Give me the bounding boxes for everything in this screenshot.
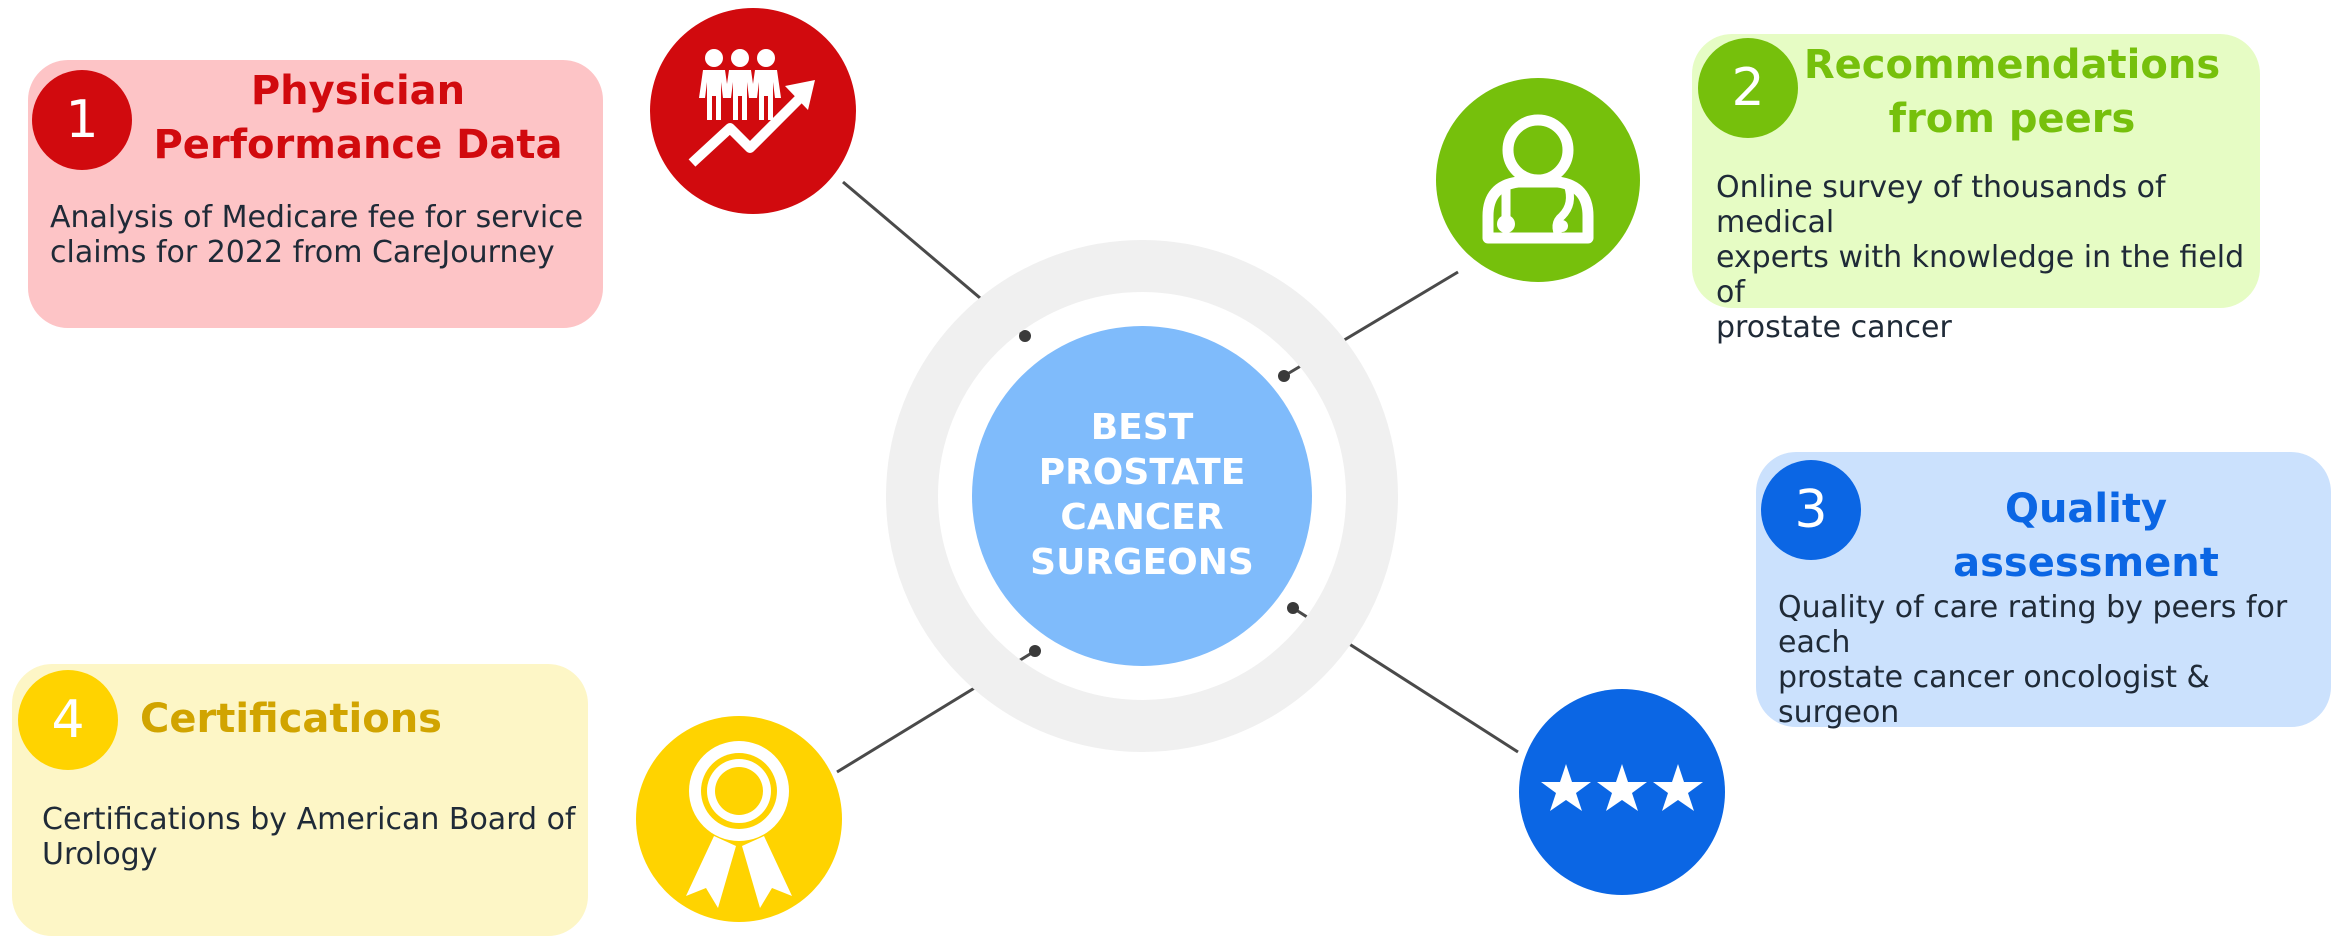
card-description-line: prostate cancer	[1716, 310, 1952, 345]
card-physician-performance: 1 Physician Performance Data Analysis of…	[28, 60, 603, 328]
card-description-line: Online survey of thousands of medical	[1716, 170, 2166, 240]
card-title: Physician Performance Data	[128, 64, 588, 172]
card-description-line: Analysis of Medicare fee for service	[50, 200, 584, 235]
doctor-stethoscope-icon	[1436, 78, 1640, 282]
center-hub	[886, 240, 1398, 752]
card-description-line: Quality of care rating by peers for each	[1778, 590, 2288, 660]
card-title-line: Quality assessment	[1953, 486, 2219, 586]
center-label: BEST PROSTATE CANCER SURGEONS	[972, 325, 1312, 665]
card-title: Quality assessment	[1876, 482, 2296, 590]
center-label-line: SURGEONS	[1030, 542, 1254, 583]
card-title-line: Performance Data	[153, 122, 563, 168]
card-title: Certifications	[140, 692, 442, 746]
card-title-line: from peers	[1888, 96, 2136, 142]
award-ribbon-icon	[636, 716, 842, 922]
card-certifications: 4 Certifications Certifications by Ameri…	[12, 664, 588, 936]
center-label-line: CANCER	[1060, 497, 1224, 538]
card-title-line: Recommendations	[1803, 42, 2221, 88]
card-description-line: Certifications by American Board of	[42, 802, 576, 837]
card-description: Certifications by American Board of Urol…	[42, 802, 582, 872]
three-stars-icon	[1519, 689, 1725, 895]
card-description: Online survey of thousands of medical ex…	[1716, 170, 2256, 345]
card-description-line: prostate cancer oncologist & surgeon	[1778, 660, 2210, 730]
card-title: Recommendations from peers	[1792, 38, 2232, 146]
step-number-badge: 2	[1698, 38, 1798, 138]
center-label-line: BEST	[1090, 407, 1194, 448]
card-description: Quality of care rating by peers for each…	[1778, 590, 2323, 730]
card-description-line: Urology	[42, 837, 158, 872]
center-label-line: PROSTATE	[1038, 452, 1246, 493]
step-number-badge: 4	[18, 670, 118, 770]
card-description: Analysis of Medicare fee for service cla…	[50, 200, 590, 270]
step-number-badge: 1	[32, 70, 132, 170]
card-quality-assessment: 3 Quality assessment Quality of care rat…	[1756, 452, 2331, 730]
card-description-line: claims for 2022 from CareJourney	[50, 235, 555, 270]
card-title-line: Physician	[250, 68, 466, 114]
card-title-line: Certifications	[140, 696, 442, 742]
card-recommendations: 2 Recommendations from peers Online surv…	[1692, 34, 2260, 345]
people-growth-icon	[650, 8, 856, 214]
center-ring	[886, 240, 1398, 752]
center-circle	[972, 326, 1312, 666]
step-number-badge: 3	[1761, 460, 1861, 560]
card-description-line: experts with knowledge in the field of	[1716, 240, 2245, 310]
